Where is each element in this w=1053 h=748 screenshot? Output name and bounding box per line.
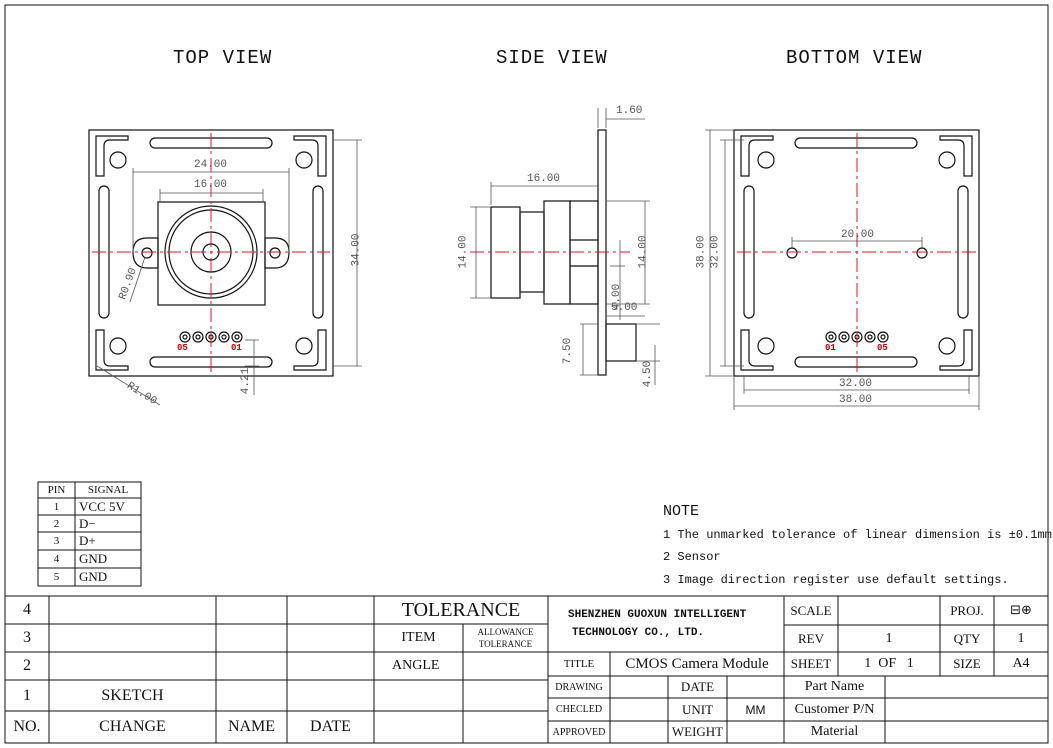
note-line-1: 1 The unmarked tolerance of linear dimen… (663, 528, 1052, 542)
title-block-grid (5, 595, 1048, 743)
title-label: TITLE (563, 658, 595, 670)
qty-value: 1 (1017, 630, 1025, 646)
pin-signal: GND (79, 569, 108, 584)
pin-signal: D− (79, 515, 96, 531)
note-title: NOTE (663, 503, 700, 520)
pin-number: 4 (53, 553, 60, 565)
pin-table-grid (37, 481, 142, 587)
unit-label: UNIT (681, 701, 714, 717)
rev-label: REV (798, 630, 824, 646)
size-value: A4 (1012, 656, 1030, 671)
customer-pn-label: Customer P/N (794, 701, 875, 717)
weight-label: WEIGHT (671, 724, 724, 739)
dim-bottom-2000: 20.00 (841, 229, 875, 241)
dim-side-1400-left: 14.00 (457, 235, 470, 269)
material-label: Material (810, 724, 859, 739)
dim-side-1600: 16.00 (527, 173, 561, 185)
drawing-label: DRAWING (555, 681, 603, 693)
scale-label: SCALE (790, 602, 832, 618)
rev-value: 1 (885, 630, 893, 646)
tolerance-item: ITEM (401, 630, 436, 645)
pin-label-top-05: 05 (177, 343, 188, 353)
tolerance-title: TOLERANCE (401, 598, 521, 621)
revision-no: 3 (23, 629, 31, 646)
pin-number: 3 (53, 535, 60, 547)
projection-symbol-icon: ⊟⊕ (1010, 603, 1032, 618)
revision-change: SKETCH (101, 686, 164, 704)
size-label: SIZE (953, 656, 981, 671)
checked-label: CHECLED (555, 704, 603, 715)
pin-label-top-01: 01 (231, 343, 242, 353)
dim-top-34: 34.00 (350, 233, 363, 267)
side-view-title: SIDE VIEW (496, 47, 608, 69)
pin-label-bottom-05: 05 (877, 343, 888, 353)
revision-no: 2 (23, 657, 31, 674)
dim-bottom-3800-v: 38.00 (695, 235, 708, 269)
unit-value: MM (745, 702, 766, 717)
part-name-label: Part Name (804, 679, 865, 694)
signal-header: SIGNAL (87, 484, 129, 496)
tolerance-angle: ANGLE (392, 658, 440, 673)
dim-side-500: 5.00 (611, 302, 638, 314)
pin-number: 5 (53, 571, 60, 583)
dim-side-160: 1.60 (616, 105, 643, 117)
company-line-1: SHENZHEN GUOXUN INTELLIGENT (568, 609, 747, 621)
note-line-3: 3 Image direction register use default s… (663, 573, 1009, 587)
header-no: NO. (13, 718, 41, 735)
dim-bottom-3200-h: 32.00 (839, 378, 873, 390)
header-name: NAME (227, 718, 276, 735)
sheet-label: SHEET (790, 656, 832, 671)
dim-top-24: 24.00 (194, 159, 228, 171)
tolerance-tolerance: TOLERANCE (478, 639, 533, 649)
header-date: DATE (310, 718, 351, 735)
date-label: DATE (680, 679, 715, 694)
dim-side-1400-right: 14.00 (637, 235, 650, 269)
bottom-view-drawing (733, 129, 980, 377)
dim-top-421: 4.21 (240, 367, 253, 395)
pin-header: PIN (47, 484, 66, 496)
note-line-2: 2 Sensor (663, 550, 721, 564)
qty-label: QTY (953, 630, 981, 646)
pin-number: 1 (53, 500, 60, 513)
revision-no: 1 (23, 686, 31, 704)
bottom-view-title: BOTTOM VIEW (786, 47, 923, 69)
pin-number: 2 (53, 517, 60, 530)
title-value: CMOS Camera Module (625, 655, 769, 672)
pin-signal: GND (79, 551, 108, 566)
top-view-title: TOP VIEW (173, 47, 273, 69)
dim-bottom-3200-v: 32.00 (709, 235, 722, 269)
tolerance-allowance: ALLOWANCE (477, 627, 534, 637)
dim-top-16: 16.00 (194, 179, 228, 191)
dim-side-450: 4.50 (642, 360, 655, 388)
dim-bottom-3800-h: 38.00 (839, 394, 873, 406)
proj-label: PROJ. (950, 602, 984, 618)
pin-label-bottom-01: 01 (825, 343, 836, 353)
company-line-2: TECHNOLOGY CO., LTD. (572, 627, 705, 639)
sheet-value: 1 OF 1 (864, 656, 914, 671)
dim-side-750: 7.50 (562, 337, 575, 365)
revision-no: 4 (23, 601, 31, 618)
approved-label: APPROVED (552, 726, 606, 738)
pin-signal: VCC 5V (79, 498, 125, 514)
pin-signal: D+ (79, 533, 96, 548)
header-change: CHANGE (99, 718, 166, 735)
